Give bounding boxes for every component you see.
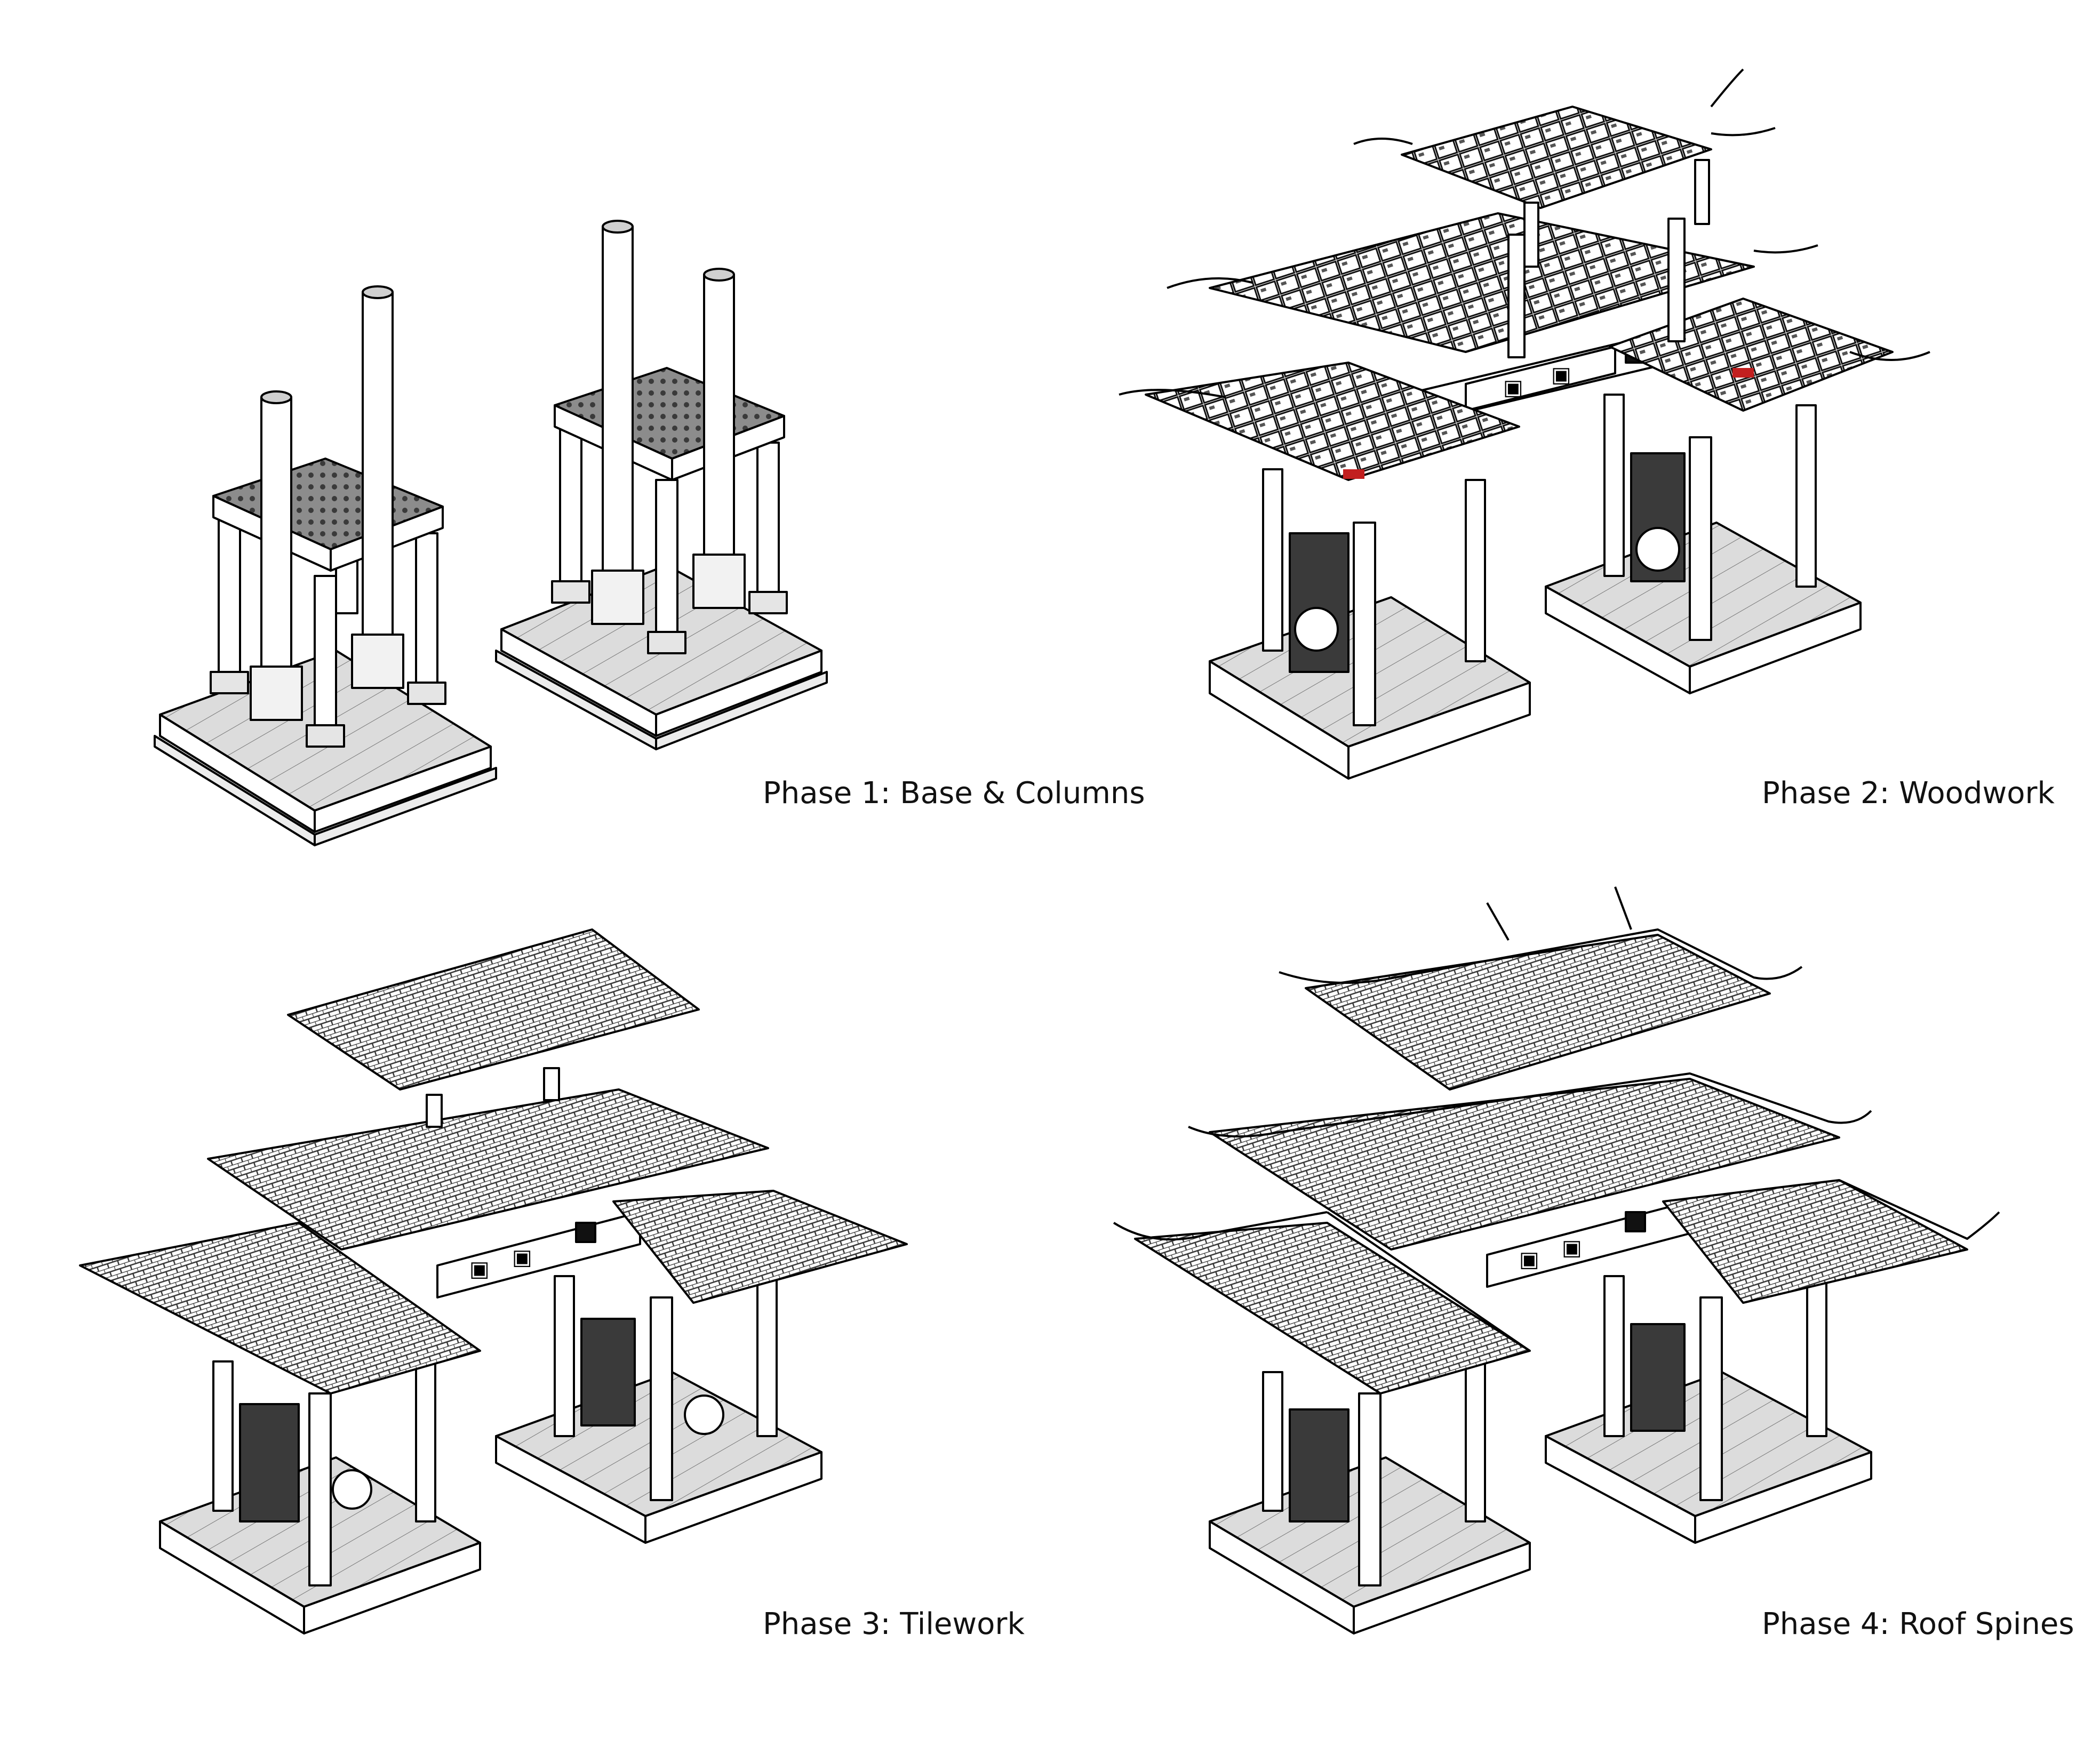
lower-right-roof-with-spines	[1662, 1179, 2000, 1304]
upper-roof-with-spines	[1279, 886, 1803, 1091]
svg-text:▣: ▣	[1503, 375, 1523, 400]
phase-2-drawing: ▣ ▣	[1119, 68, 1930, 780]
svg-text:▣: ▣	[512, 1245, 532, 1270]
middle-roof-frame	[1167, 212, 1818, 358]
phase-1-drawing	[154, 220, 828, 846]
lower-right-roof-frame	[1609, 298, 1930, 412]
upper-roof-frame	[1353, 68, 1776, 268]
spine-columns	[1262, 1264, 1827, 1586]
svg-text:▣: ▣	[1551, 363, 1571, 387]
right-pavilion-tall-columns	[591, 220, 746, 625]
phase-3-caption: Phase 3: Tilework	[763, 1607, 1025, 1641]
lower-left-roof-with-spines	[1113, 1211, 1531, 1395]
right-pavilion-ceiling	[554, 367, 785, 481]
svg-text:▣: ▣	[469, 1257, 490, 1281]
phase-4-caption: Phase 4: Roof Spines	[1762, 1607, 2074, 1641]
woodwork-columns	[1262, 394, 1817, 726]
lower-right-tiled-roof	[612, 1190, 908, 1304]
left-pavilion-tall-columns	[250, 285, 404, 721]
middle-tiled-roof	[207, 1067, 769, 1251]
svg-text:▣: ▣	[1519, 1247, 1539, 1272]
phase-3-panel: ▣ ▣ Phase 3: Tilework	[0, 882, 1050, 1763]
upper-tiled-roof	[287, 928, 700, 1091]
phase-3-drawing: ▣ ▣	[79, 928, 908, 1634]
left-pavilion-ceiling	[212, 458, 444, 572]
phase-2-panel: ▣ ▣ Phase 2:	[1050, 0, 2099, 882]
tilework-lintel: ▣ ▣	[436, 1211, 641, 1299]
lower-left-roof-frame	[1119, 362, 1520, 481]
middle-roof-with-spines	[1188, 1072, 1872, 1251]
phase-4-panel: ▣ ▣ Phase 4: Roof Spines	[1050, 882, 2099, 1763]
phase-1-caption: Phase 1: Base & Columns	[763, 776, 1145, 811]
tilework-columns	[212, 1264, 778, 1586]
lower-left-tiled-roof	[79, 1222, 481, 1395]
svg-text:▣: ▣	[1562, 1236, 1582, 1260]
phase-4-drawing: ▣ ▣	[1113, 886, 2000, 1634]
spine-lintel: ▣ ▣	[1486, 1200, 1691, 1288]
phase-1-panel: Phase 1: Base & Columns	[0, 0, 1145, 882]
phase-2-caption: Phase 2: Woodwork	[1762, 776, 2055, 811]
